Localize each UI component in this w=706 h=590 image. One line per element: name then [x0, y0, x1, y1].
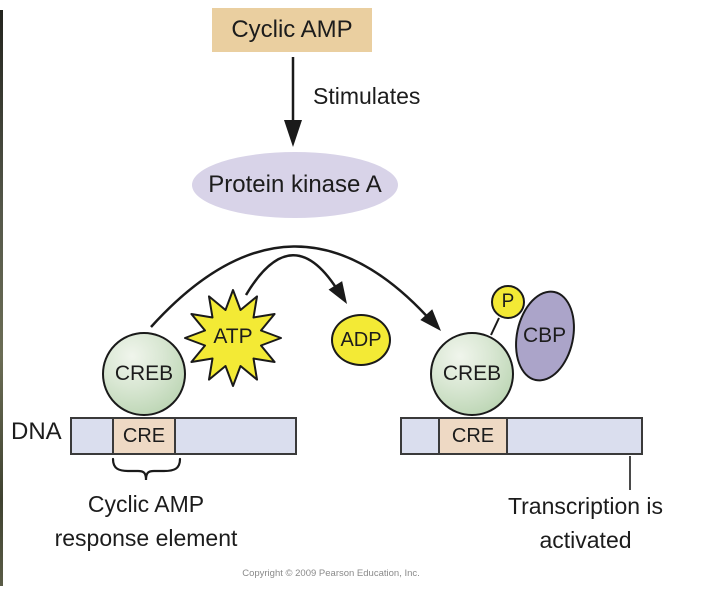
atp-adp-arrow — [244, 254, 347, 304]
cyclic-amp-label: Cyclic AMP — [231, 16, 353, 43]
stimulates-label: Stimulates — [313, 83, 421, 109]
transcription-caption-line2: activated — [539, 527, 632, 553]
adp-ellipse: ADP — [331, 314, 391, 366]
cre-left-label: CRE — [122, 424, 166, 447]
stimulates-arrow — [284, 57, 302, 147]
creb-sphere-left: CREB — [102, 332, 186, 416]
cre-underbrace — [111, 457, 182, 481]
protein-kinase-a-ellipse: Protein kinase A — [192, 152, 398, 218]
creb-sphere-right: CREB — [430, 332, 514, 416]
transcription-caption-line1: Transcription is — [507, 493, 664, 519]
cre-box-left: CRE — [112, 419, 176, 453]
atp-label: ATP — [213, 325, 253, 348]
copyright-text: Copyright © 2009 Pearson Education, Inc. — [242, 568, 420, 579]
creb-right-label: CREB — [442, 362, 502, 385]
dna-label: DNA — [11, 418, 62, 445]
protein-kinase-a-label: Protein kinase A — [208, 171, 382, 198]
adp-label: ADP — [340, 328, 382, 351]
p-creb-connector-line — [490, 317, 500, 336]
cre-box-right: CRE — [438, 419, 508, 453]
transcription-caption: Transcription is activated — [478, 489, 693, 557]
dna-bar-right: CRE — [400, 417, 643, 455]
phosphate-label: P — [501, 291, 515, 312]
cyclic-amp-box: Cyclic AMP — [212, 8, 372, 52]
phosphate-circle: P — [491, 285, 525, 319]
cre-caption-line1: Cyclic AMP — [87, 491, 205, 517]
cre-right-label: CRE — [451, 424, 495, 447]
cbp-label: CBP — [523, 324, 567, 347]
cre-caption-line2: response element — [54, 525, 238, 551]
screen-edge-strip — [0, 10, 3, 586]
creb-left-label: CREB — [114, 362, 174, 385]
cre-caption: Cyclic AMP response element — [35, 487, 257, 555]
creb-phosphorylation-arrow — [150, 245, 441, 331]
dna-bar-left: CRE — [70, 417, 297, 455]
